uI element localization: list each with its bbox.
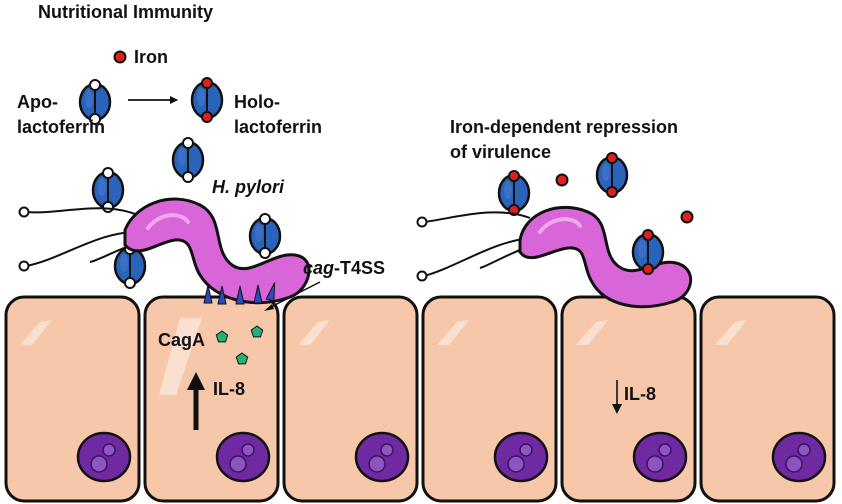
h-pylori-label: H. pylori	[212, 177, 285, 197]
iron-legend-icon	[113, 50, 127, 64]
right-title-line2: of virulence	[450, 142, 551, 162]
h-pylori-bacterium-right	[416, 205, 693, 309]
holo-lactoferrin-icon	[595, 152, 629, 198]
il8-label-right: IL-8	[624, 384, 656, 404]
il8-decrease-arrow	[612, 380, 622, 414]
conversion-arrow	[128, 96, 178, 104]
holo-label-line1: Holo-	[234, 92, 280, 112]
figure-title: Nutritional Immunity	[38, 2, 213, 22]
caga-label: CagA	[158, 330, 205, 350]
epithelial-cell	[421, 295, 558, 503]
epithelial-cell	[699, 295, 836, 503]
apo-label-line2: lactoferrin	[17, 117, 105, 137]
holo-lactoferrin-icon	[497, 170, 531, 216]
epithelial-cell-layer	[4, 295, 836, 503]
iron-legend-label: Iron	[134, 47, 168, 67]
epithelial-cell-infected	[143, 295, 280, 503]
iron-ion	[555, 173, 569, 187]
apo-lactoferrin-icon	[171, 137, 205, 183]
epithelial-cell	[4, 295, 141, 503]
holo-lactoferrin-icon	[190, 77, 224, 123]
il8-increase-arrow	[187, 372, 205, 430]
apo-label-line1: Apo-	[17, 92, 58, 112]
h-pylori-bacterium-left	[18, 197, 311, 305]
apo-lactoferrin-icon	[248, 213, 282, 259]
t4ss-pointer-arrow	[264, 281, 321, 311]
holo-label-line2: lactoferrin	[234, 117, 322, 137]
cag-t4ss-label: cag-T4SS	[303, 258, 385, 278]
iron-ion	[680, 210, 694, 224]
epithelial-cell	[282, 295, 419, 503]
il8-label-left: IL-8	[213, 379, 245, 399]
apo-lactoferrin-icon	[91, 167, 125, 213]
right-title-line1: Iron-dependent repression	[450, 117, 678, 137]
